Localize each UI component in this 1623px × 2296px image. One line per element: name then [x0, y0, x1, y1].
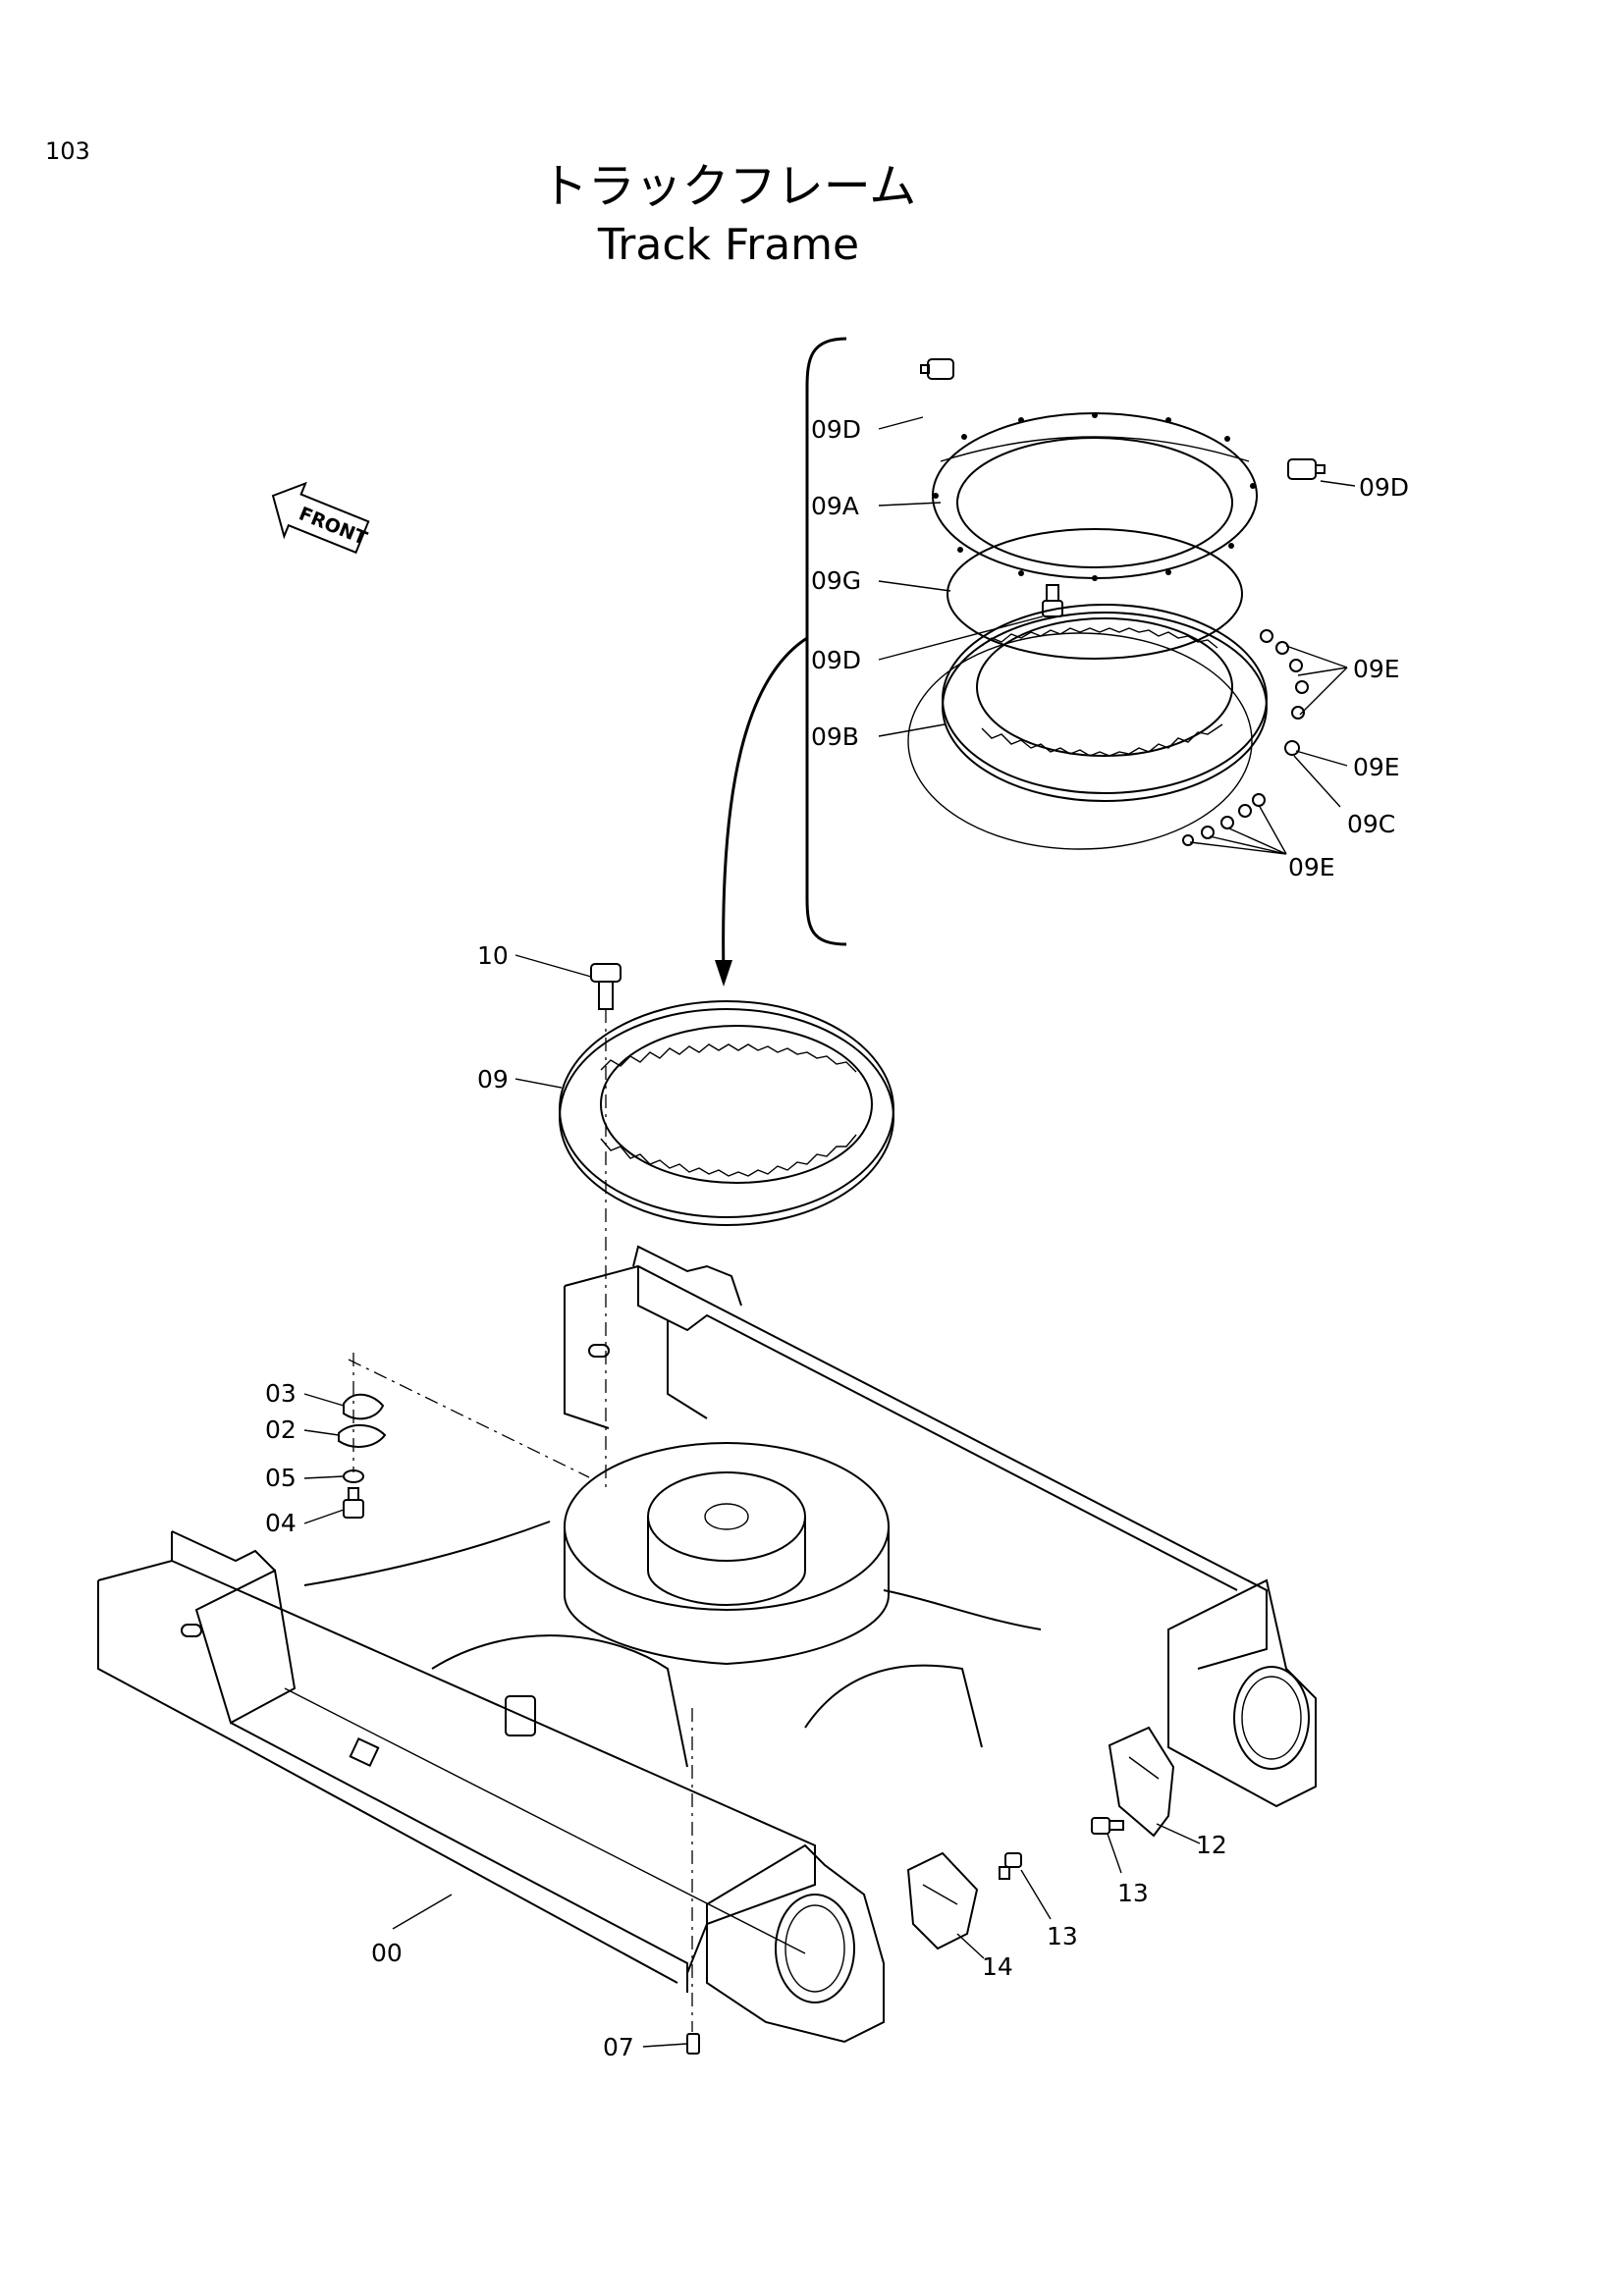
callout-07: 07 [603, 2033, 634, 2061]
callout-00: 00 [371, 1939, 403, 1967]
callout-14: 14 [982, 1952, 1013, 1981]
callout-09d-mid: 09D [811, 646, 861, 674]
seal-09g [947, 528, 1243, 660]
bolt-09d-top [920, 358, 954, 380]
grease-fitting-07 [686, 2033, 700, 2055]
callout-09e-lower: 09E [1288, 853, 1335, 881]
callout-09g: 09G [811, 566, 861, 595]
cover-14 [906, 1851, 979, 1950]
ring-09b [942, 604, 1268, 802]
bolt-13-left [999, 1852, 1022, 1880]
callout-03: 03 [265, 1379, 297, 1408]
bolt-04 [343, 1487, 364, 1519]
callout-09e-mid: 09E [1353, 753, 1400, 781]
page-title-japanese: トラックフレーム [541, 159, 917, 214]
callout-04: 04 [265, 1509, 297, 1537]
bolt-09d-mid [1042, 584, 1063, 617]
callout-09b: 09B [811, 722, 859, 751]
front-arrow-icon: FRONT [271, 481, 370, 555]
callout-09d-right: 09D [1359, 473, 1409, 502]
callout-09e-upper: 09E [1353, 655, 1400, 683]
callout-09d-top: 09D [811, 415, 861, 444]
bolt-09d-right [1287, 458, 1325, 480]
cover-12 [1108, 1726, 1175, 1838]
bolt-10 [590, 963, 622, 1492]
plugs-09e [1182, 629, 1309, 846]
callout-05: 05 [265, 1464, 297, 1492]
swing-bearing-detail [907, 358, 1325, 850]
cover-plate-02-03 [338, 1353, 387, 1472]
callout-13-right: 13 [1117, 1879, 1149, 1907]
callout-02: 02 [265, 1415, 297, 1444]
detail-bracket [715, 337, 847, 987]
callout-13-left: 13 [1047, 1922, 1078, 1950]
swing-circle-09 [559, 1000, 894, 1226]
callout-12: 12 [1196, 1831, 1227, 1859]
bolt-13-right [1091, 1817, 1124, 1835]
callout-09: 09 [477, 1065, 509, 1094]
page-number: 103 [45, 137, 90, 165]
ring-09a [932, 412, 1258, 581]
page-title-english: Track Frame [597, 220, 859, 270]
callout-10: 10 [477, 941, 509, 970]
track-frame-00 [97, 1245, 1317, 2044]
callout-09c: 09C [1347, 810, 1395, 838]
callout-09a: 09A [811, 492, 859, 520]
leader-lines [303, 416, 1356, 2048]
